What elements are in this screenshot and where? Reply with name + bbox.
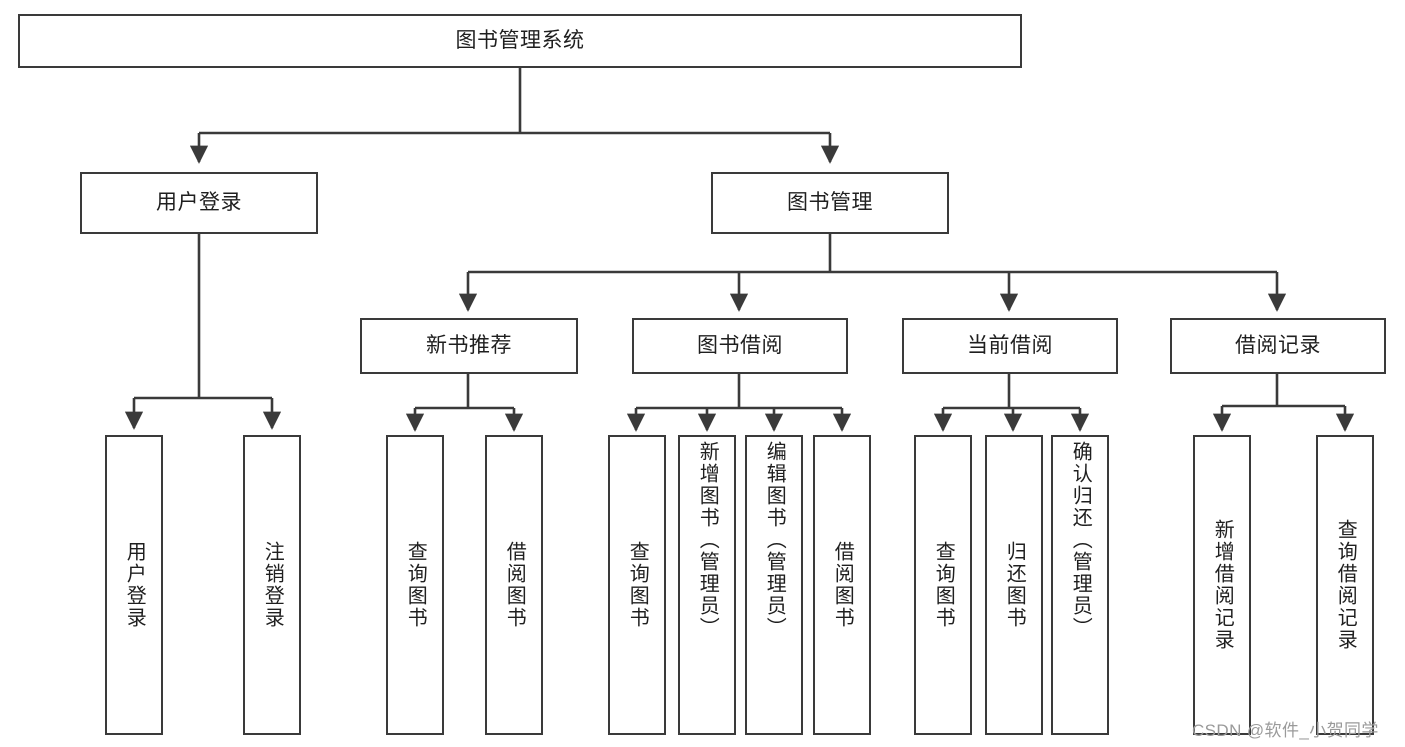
leaf-borrow-book-borrow[interactable]: 借阅图书 [813,435,871,735]
leaf-query-book-borrow[interactable]: 查询图书 [608,435,666,735]
leaf-add-borrow-record[interactable]: 新增借阅记录 [1193,435,1251,735]
node-label: 新增借阅记录 [1211,519,1234,651]
node-label: 确认归还（管理员） [1069,441,1092,639]
node-label: 图书管理 [787,190,873,214]
node-label: 当前借阅 [967,333,1053,357]
leaf-add-book-admin[interactable]: 新增图书（管理员） [678,435,736,735]
node-root-system[interactable]: 图书管理系统 [18,14,1022,68]
node-user-login[interactable]: 用户登录 [80,172,318,234]
node-label: 新书推荐 [426,333,512,357]
leaf-user-login[interactable]: 用户登录 [105,435,163,735]
node-label: 借阅图书 [503,541,526,629]
node-book-borrow[interactable]: 图书借阅 [632,318,848,374]
node-label: 归还图书 [1003,541,1026,629]
node-label: 注销登录 [261,541,284,629]
node-label: 查询图书 [626,541,649,629]
node-label: 查询图书 [932,541,955,629]
node-label: 用户登录 [156,190,242,214]
node-label: 查询图书 [404,541,427,629]
node-current-borrow[interactable]: 当前借阅 [902,318,1118,374]
node-new-book-recommend[interactable]: 新书推荐 [360,318,578,374]
node-label: 借阅图书 [831,541,854,629]
node-label: 查询借阅记录 [1334,519,1357,651]
leaf-return-book[interactable]: 归还图书 [985,435,1043,735]
leaf-logout[interactable]: 注销登录 [243,435,301,735]
leaf-query-borrow-record[interactable]: 查询借阅记录 [1316,435,1374,735]
leaf-borrow-book-recommend[interactable]: 借阅图书 [485,435,543,735]
node-label: 图书管理系统 [455,28,585,52]
node-label: 新增图书（管理员） [696,441,719,639]
leaf-confirm-return-admin[interactable]: 确认归还（管理员） [1051,435,1109,735]
leaf-query-book-recommend[interactable]: 查询图书 [386,435,444,735]
node-borrow-record[interactable]: 借阅记录 [1170,318,1386,374]
node-label: 编辑图书（管理员） [763,441,786,639]
node-book-manage[interactable]: 图书管理 [711,172,949,234]
node-label: 借阅记录 [1235,333,1321,357]
leaf-query-book-current[interactable]: 查询图书 [914,435,972,735]
leaf-edit-book-admin[interactable]: 编辑图书（管理员） [745,435,803,735]
node-label: 用户登录 [123,541,146,629]
node-label: 图书借阅 [697,333,783,357]
csdn-watermark: CSDN @软件_小贺同学 [1192,721,1379,740]
